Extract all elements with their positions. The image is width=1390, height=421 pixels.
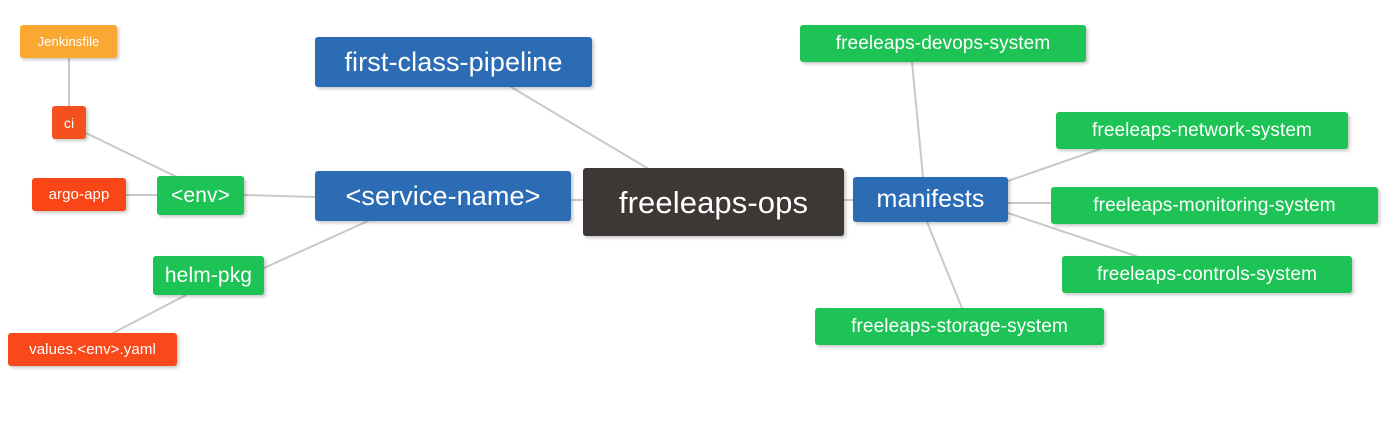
edge-e-helm-service — [263, 220, 369, 269]
edge-e-pipeline-ops — [510, 86, 648, 169]
edge-e-ci-env — [85, 132, 184, 181]
node-label-service-name: <service-name> — [345, 180, 541, 211]
node-label-argo-app: argo-app — [48, 186, 110, 203]
node-manifests[interactable]: manifests — [853, 177, 1008, 222]
node-label-monitoring-system: freeleaps-monitoring-system — [1093, 195, 1336, 216]
node-ci[interactable]: ci — [52, 106, 86, 139]
node-first-class-pipeline[interactable]: first-class-pipeline — [315, 37, 592, 87]
node-storage-system[interactable]: freeleaps-storage-system — [815, 308, 1104, 345]
node-label-env: <env> — [171, 184, 230, 207]
node-label-freeleaps-ops: freeleaps-ops — [618, 184, 809, 220]
node-label-first-class-pipeline: first-class-pipeline — [344, 46, 563, 77]
node-label-storage-system: freeleaps-storage-system — [851, 316, 1068, 337]
node-helm-pkg[interactable]: helm-pkg — [153, 256, 264, 295]
node-controls-system[interactable]: freeleaps-controls-system — [1062, 256, 1352, 293]
node-label-ci: ci — [63, 114, 75, 131]
edge-e-devops-manifests — [911, 61, 924, 178]
node-label-values-yaml: values.<env>.yaml — [29, 341, 156, 358]
edge-e-manifests-network — [1007, 148, 1101, 182]
node-jenkinsfile[interactable]: Jenkinsfile — [20, 25, 117, 58]
node-label-helm-pkg: helm-pkg — [164, 264, 253, 287]
node-argo-app[interactable]: argo-app — [32, 178, 126, 211]
node-label-network-system: freeleaps-network-system — [1092, 120, 1312, 141]
node-devops-system[interactable]: freeleaps-devops-system — [800, 25, 1086, 62]
edge-e-env-service — [243, 194, 316, 198]
node-freeleaps-ops[interactable]: freeleaps-ops — [583, 168, 844, 236]
node-env[interactable]: <env> — [157, 176, 244, 215]
node-service-name[interactable]: <service-name> — [315, 171, 571, 221]
edge-e-manifests-storage — [926, 221, 963, 309]
node-label-devops-system: freeleaps-devops-system — [835, 33, 1051, 54]
node-label-jenkinsfile: Jenkinsfile — [37, 34, 100, 49]
node-monitoring-system[interactable]: freeleaps-monitoring-system — [1051, 187, 1378, 224]
node-values-yaml[interactable]: values.<env>.yaml — [8, 333, 177, 366]
node-label-manifests: manifests — [876, 185, 985, 213]
edge-e-values-helm — [112, 294, 187, 334]
node-network-system[interactable]: freeleaps-network-system — [1056, 112, 1348, 149]
node-label-controls-system: freeleaps-controls-system — [1096, 264, 1318, 285]
